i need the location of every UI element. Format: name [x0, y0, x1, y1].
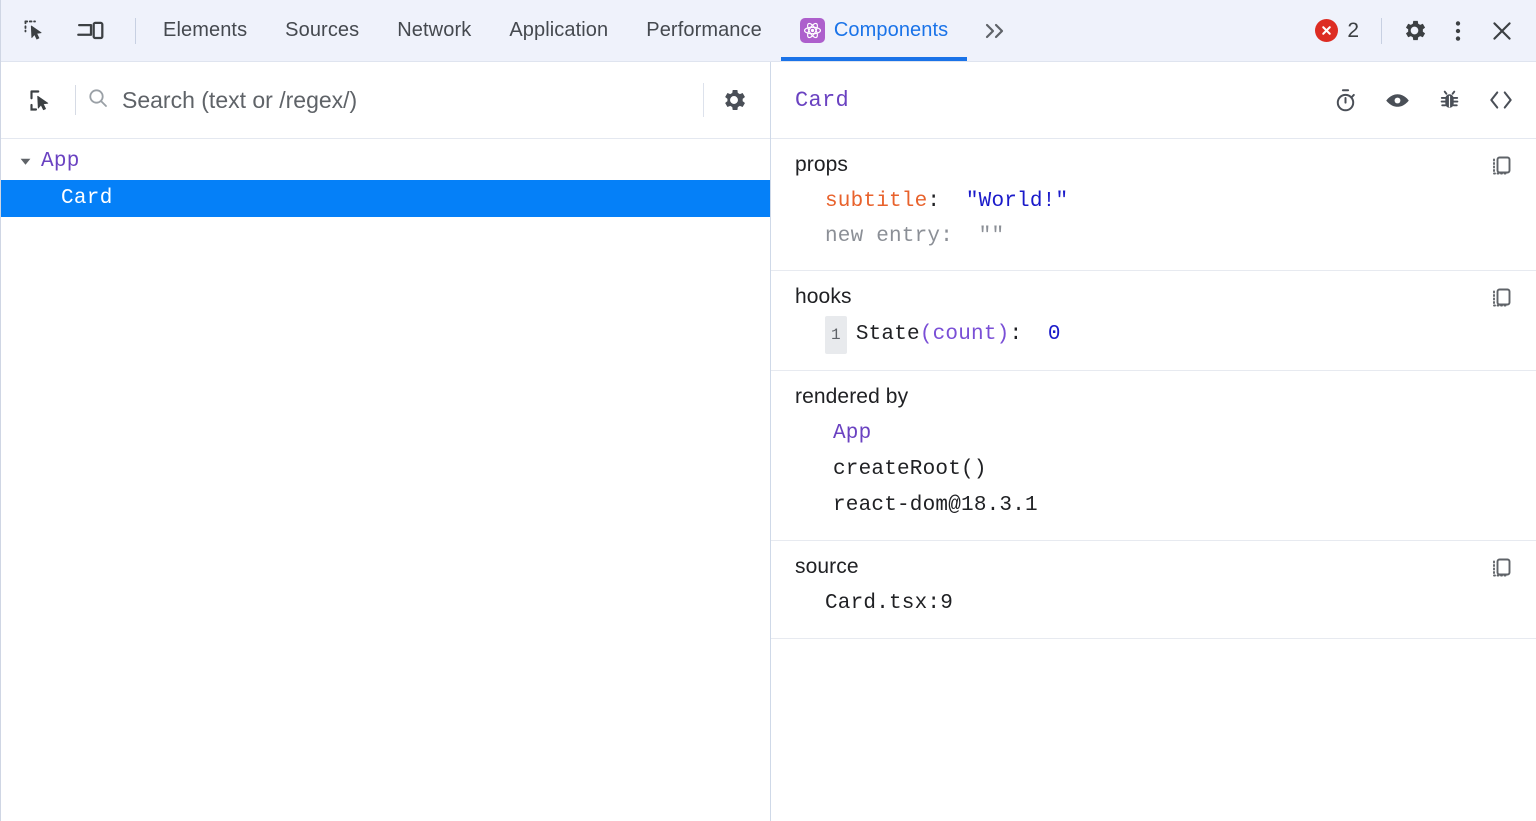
tab-components[interactable]: Components	[780, 0, 968, 61]
hook-index-badge: 1	[825, 316, 847, 354]
tree-node-card-label: Card	[61, 187, 113, 210]
tabbar-left-tools	[1, 0, 144, 61]
copy-to-clipboard-icon[interactable]	[1486, 151, 1516, 181]
props-section: props subtitle: "World!" new entry: ""	[771, 139, 1536, 271]
tab-performance[interactable]: Performance	[627, 0, 781, 61]
tabbar-right-divider	[1381, 17, 1382, 44]
tab-components-label: Components	[833, 19, 949, 41]
copy-to-clipboard-icon[interactable]	[1486, 283, 1516, 313]
stopwatch-icon[interactable]	[1328, 83, 1362, 117]
close-icon[interactable]	[1482, 11, 1522, 51]
rendered-by-section-title: rendered by	[795, 385, 909, 408]
inspect-element-icon[interactable]	[15, 11, 55, 51]
tab-sources-label: Sources	[285, 19, 360, 41]
tab-sources[interactable]: Sources	[266, 0, 378, 61]
error-count-badge[interactable]: 2	[1305, 19, 1369, 43]
tabbar-divider	[135, 17, 136, 44]
source-section: source Card.tsx:9	[771, 541, 1536, 639]
hook-row-state[interactable]: 1 State (count) : 0	[795, 316, 1518, 354]
code-icon[interactable]	[1484, 83, 1518, 117]
hook-value: 0	[1047, 323, 1061, 346]
hooks-section: hooks 1 State (count) : 0	[771, 271, 1536, 371]
bug-icon[interactable]	[1432, 83, 1466, 117]
select-component-icon[interactable]	[19, 79, 61, 121]
search-container	[86, 86, 697, 115]
gear-icon[interactable]	[712, 78, 756, 122]
error-count-label: 2	[1347, 18, 1359, 42]
prop-value: "World!"	[965, 190, 1069, 213]
tab-performance-label: Performance	[646, 19, 762, 41]
component-tree[interactable]: App Card	[1, 139, 770, 821]
prop-value: ""	[978, 225, 1005, 248]
tab-elements[interactable]: Elements	[144, 0, 266, 61]
panel-actions	[1328, 83, 1518, 117]
detail-sections: props subtitle: "World!" new entry: ""	[771, 139, 1536, 821]
prop-key: new entry	[825, 225, 941, 248]
panel-header: Card	[771, 62, 1536, 139]
tab-network[interactable]: Network	[378, 0, 490, 61]
search-settings-divider	[703, 83, 704, 117]
toolbar-divider	[75, 85, 76, 115]
hook-arg: (count)	[919, 323, 1010, 346]
tab-elements-label: Elements	[163, 19, 248, 41]
search-icon	[86, 86, 110, 115]
search-input[interactable]	[122, 86, 697, 114]
source-section-title: source	[795, 555, 859, 578]
rendered-by-section: rendered by App createRoot() react-dom@1…	[771, 371, 1536, 541]
tab-application-label: Application	[509, 19, 609, 41]
tree-toolbar	[1, 62, 770, 139]
tab-list: Elements Sources Network Application Per…	[144, 0, 1025, 61]
rendered-by-owner-app[interactable]: App	[833, 422, 872, 445]
tabbar-right-tools: 2	[1305, 0, 1536, 61]
source-location[interactable]: Card.tsx:9	[825, 592, 954, 615]
prop-key: subtitle	[825, 190, 928, 213]
copy-to-clipboard-icon[interactable]	[1486, 553, 1516, 583]
component-details-pane: Card	[771, 62, 1536, 821]
page-title: Card	[795, 87, 850, 113]
gear-icon[interactable]	[1394, 11, 1434, 51]
chevron-down-icon[interactable]	[15, 152, 35, 172]
devtools-tabbar: Elements Sources Network Application Per…	[1, 0, 1536, 62]
tab-application[interactable]: Application	[490, 0, 627, 61]
hooks-section-title: hooks	[795, 285, 852, 308]
react-logo-icon	[799, 18, 825, 43]
device-toolbar-icon[interactable]	[71, 11, 111, 51]
prop-row-new-entry[interactable]: new entry: ""	[825, 225, 1005, 248]
tree-node-app[interactable]: App	[1, 143, 770, 180]
tree-node-card[interactable]: Card	[1, 180, 770, 217]
error-icon	[1315, 19, 1339, 42]
tree-node-app-label: App	[41, 150, 80, 173]
tab-overflow-icon[interactable]	[967, 0, 1025, 61]
tab-network-label: Network	[397, 19, 472, 41]
rendered-by-create-root: createRoot()	[833, 458, 987, 481]
rendered-by-react-dom: react-dom@18.3.1	[833, 494, 1038, 517]
prop-row-subtitle[interactable]: subtitle: "World!"	[825, 190, 1069, 213]
hook-name: State	[855, 323, 920, 346]
eye-icon[interactable]	[1380, 83, 1414, 117]
kebab-menu-icon[interactable]	[1438, 11, 1478, 51]
devtools-body: App Card Card	[1, 62, 1536, 821]
props-section-title: props	[795, 153, 849, 176]
component-tree-pane: App Card	[1, 62, 771, 821]
